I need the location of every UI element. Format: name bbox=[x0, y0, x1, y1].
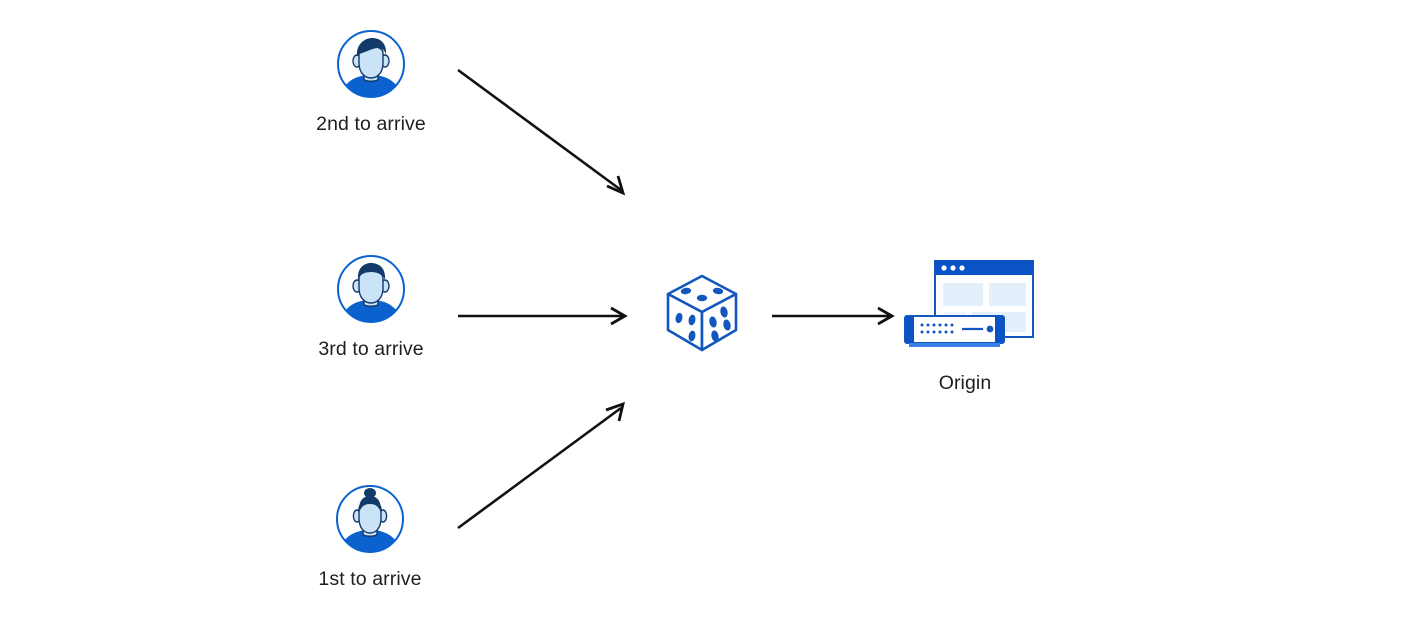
client-label-1st: 1st to arrive bbox=[318, 568, 422, 590]
client-node-3rd[interactable]: 3rd to arrive bbox=[291, 253, 451, 360]
arrow-2nd-to-dice bbox=[457, 68, 626, 196]
user-avatar-icon bbox=[334, 483, 406, 555]
origin-server-icon bbox=[900, 258, 1034, 358]
client-label-2nd: 2nd to arrive bbox=[316, 113, 426, 135]
arrow-dice-to-origin bbox=[772, 306, 895, 326]
arrow-3rd-to-dice bbox=[458, 306, 628, 326]
dice-icon bbox=[656, 268, 748, 360]
origin-label: Origin bbox=[938, 372, 992, 394]
user-avatar-icon bbox=[335, 253, 407, 325]
origin-node[interactable]: Origin bbox=[895, 258, 1035, 394]
server-device bbox=[904, 315, 1005, 347]
arrow-1st-to-dice bbox=[457, 401, 625, 530]
random-balancer-node[interactable] bbox=[656, 268, 748, 360]
client-node-2nd[interactable]: 2nd to arrive bbox=[291, 28, 451, 135]
client-node-1st[interactable]: 1st to arrive bbox=[290, 483, 450, 590]
user-avatar-icon bbox=[335, 28, 407, 100]
client-label-3rd: 3rd to arrive bbox=[318, 338, 424, 360]
